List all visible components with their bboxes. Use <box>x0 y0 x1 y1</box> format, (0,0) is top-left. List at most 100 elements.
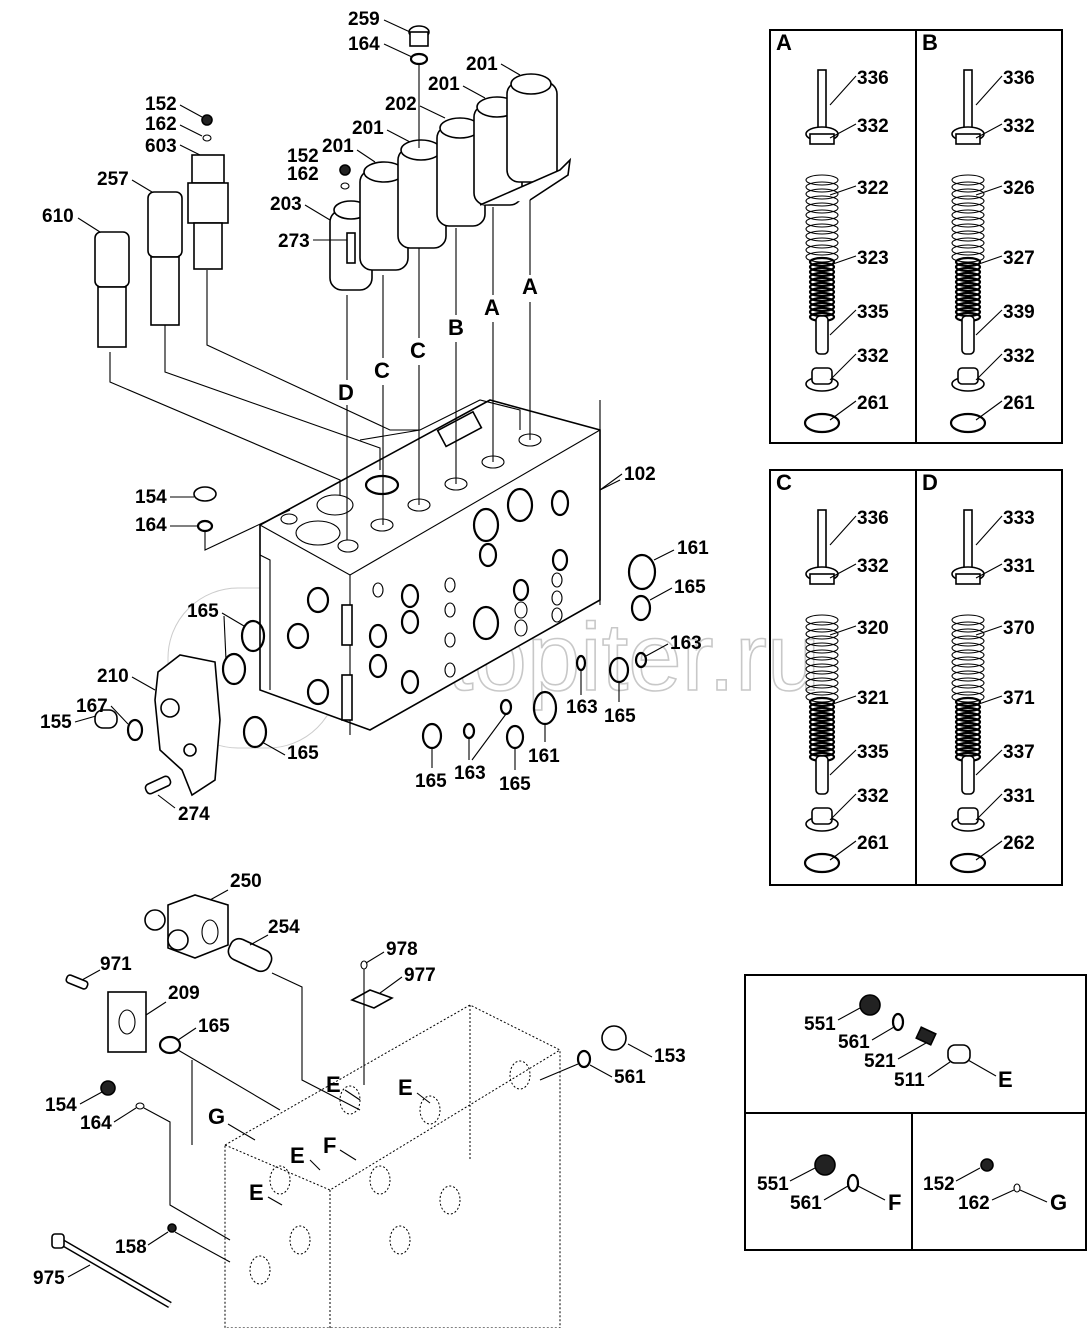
o-ring <box>803 412 841 434</box>
svg-text:254: 254 <box>268 917 300 938</box>
panel-letter: B <box>922 30 938 55</box>
lower-valve-block <box>224 1004 561 1328</box>
panel-part-label: 261 <box>857 393 889 414</box>
svg-text:154: 154 <box>45 1095 77 1116</box>
panel-part-label: 322 <box>857 178 889 199</box>
svg-text:977: 977 <box>404 965 436 986</box>
svg-text:521: 521 <box>864 1051 896 1072</box>
detail-panel-frames <box>769 29 1063 886</box>
svg-text:154: 154 <box>135 487 167 508</box>
svg-text:165: 165 <box>499 774 531 795</box>
spring-seat-body <box>809 133 835 145</box>
svg-text:975: 975 <box>33 1268 65 1289</box>
svg-text:164: 164 <box>135 515 167 536</box>
svg-text:163: 163 <box>566 697 598 718</box>
svg-text:165: 165 <box>604 706 636 727</box>
svg-text:E: E <box>249 1180 264 1205</box>
svg-text:E: E <box>998 1067 1013 1092</box>
panel-letter: D <box>922 470 938 495</box>
panel-part-label: 261 <box>1003 393 1035 414</box>
panel-part-label: 370 <box>1003 618 1035 639</box>
svg-text:201: 201 <box>322 136 354 157</box>
svg-text:C: C <box>374 358 390 383</box>
plug-panel-parts <box>814 994 1021 1193</box>
panel-part-label: 332 <box>1003 346 1035 367</box>
bolt <box>817 69 827 129</box>
svg-text:971: 971 <box>100 954 132 975</box>
svg-text:G: G <box>208 1104 225 1129</box>
panel-letter: C <box>776 470 792 495</box>
main-leader-lines <box>74 19 675 809</box>
svg-text:158: 158 <box>115 1237 147 1258</box>
svg-text:561: 561 <box>838 1032 870 1053</box>
lower-parts <box>51 894 627 1309</box>
svg-text:257: 257 <box>97 169 129 190</box>
svg-text:155: 155 <box>40 712 72 733</box>
svg-text:F: F <box>888 1190 901 1215</box>
panel-part-label: 332 <box>857 556 889 577</box>
svg-text:203: 203 <box>270 194 302 215</box>
pin <box>815 315 829 355</box>
svg-text:978: 978 <box>386 939 418 960</box>
panel-part-label: 332 <box>857 346 889 367</box>
svg-text:201: 201 <box>466 54 498 75</box>
svg-text:273: 273 <box>278 231 310 252</box>
lower-labels: 250 254 978 977 971 209 165 153 561 154 … <box>33 871 686 1289</box>
svg-text:551: 551 <box>757 1174 789 1195</box>
svg-text:163: 163 <box>670 633 702 654</box>
spring-seat-body <box>809 573 835 585</box>
svg-text:164: 164 <box>80 1113 112 1134</box>
svg-text:165: 165 <box>187 601 219 622</box>
cover-210 <box>94 619 268 797</box>
panel-part-label: 331 <box>1003 556 1035 577</box>
plug-panel-frames <box>744 974 1087 1251</box>
svg-text:C: C <box>410 338 426 363</box>
main-valve-block <box>259 399 601 735</box>
svg-text:152: 152 <box>923 1174 955 1195</box>
bolt <box>963 509 973 569</box>
svg-text:153: 153 <box>654 1046 686 1067</box>
svg-text:210: 210 <box>97 666 129 687</box>
svg-text:202: 202 <box>385 94 417 115</box>
panel-part-label: 321 <box>857 688 889 709</box>
svg-text:165: 165 <box>415 771 447 792</box>
plug-panel-labels: 551 561 521 511 E 551 561 F 152 162 G <box>757 1014 1067 1215</box>
svg-text:259: 259 <box>348 9 380 30</box>
bolt <box>963 69 973 129</box>
svg-text:201: 201 <box>352 118 384 139</box>
pin <box>815 755 829 795</box>
panel-part-label: 336 <box>857 68 889 89</box>
svg-text:E: E <box>398 1075 413 1100</box>
panel-part-label: 336 <box>1003 68 1035 89</box>
panel-part-label: 327 <box>1003 248 1035 269</box>
panel-part-label: 332 <box>857 786 889 807</box>
svg-text:162: 162 <box>145 114 177 135</box>
panel-letter: A <box>776 30 792 55</box>
bolt <box>817 509 827 569</box>
svg-text:603: 603 <box>145 136 177 157</box>
svg-text:610: 610 <box>42 206 74 227</box>
panel-part-label: 371 <box>1003 688 1035 709</box>
panel-part-label: 332 <box>1003 116 1035 137</box>
svg-text:561: 561 <box>790 1193 822 1214</box>
svg-text:201: 201 <box>428 74 460 95</box>
panel-part-label: 261 <box>857 833 889 854</box>
main-labels: 259 164 201 201 202 201 201 152 162 603 … <box>40 9 709 825</box>
o-ring <box>949 852 987 874</box>
plug-panel-leaders <box>789 1007 1048 1203</box>
svg-text:102: 102 <box>624 464 656 485</box>
panel-part-label: 332 <box>857 116 889 137</box>
lower-leader-lines <box>67 889 653 1278</box>
svg-text:152: 152 <box>287 146 319 167</box>
svg-text:165: 165 <box>674 577 706 598</box>
o-ring <box>949 412 987 434</box>
svg-text:E: E <box>290 1143 305 1168</box>
svg-text:274: 274 <box>178 804 210 825</box>
panel-part-label: 320 <box>857 618 889 639</box>
svg-text:511: 511 <box>894 1070 925 1091</box>
svg-text:161: 161 <box>677 538 709 559</box>
